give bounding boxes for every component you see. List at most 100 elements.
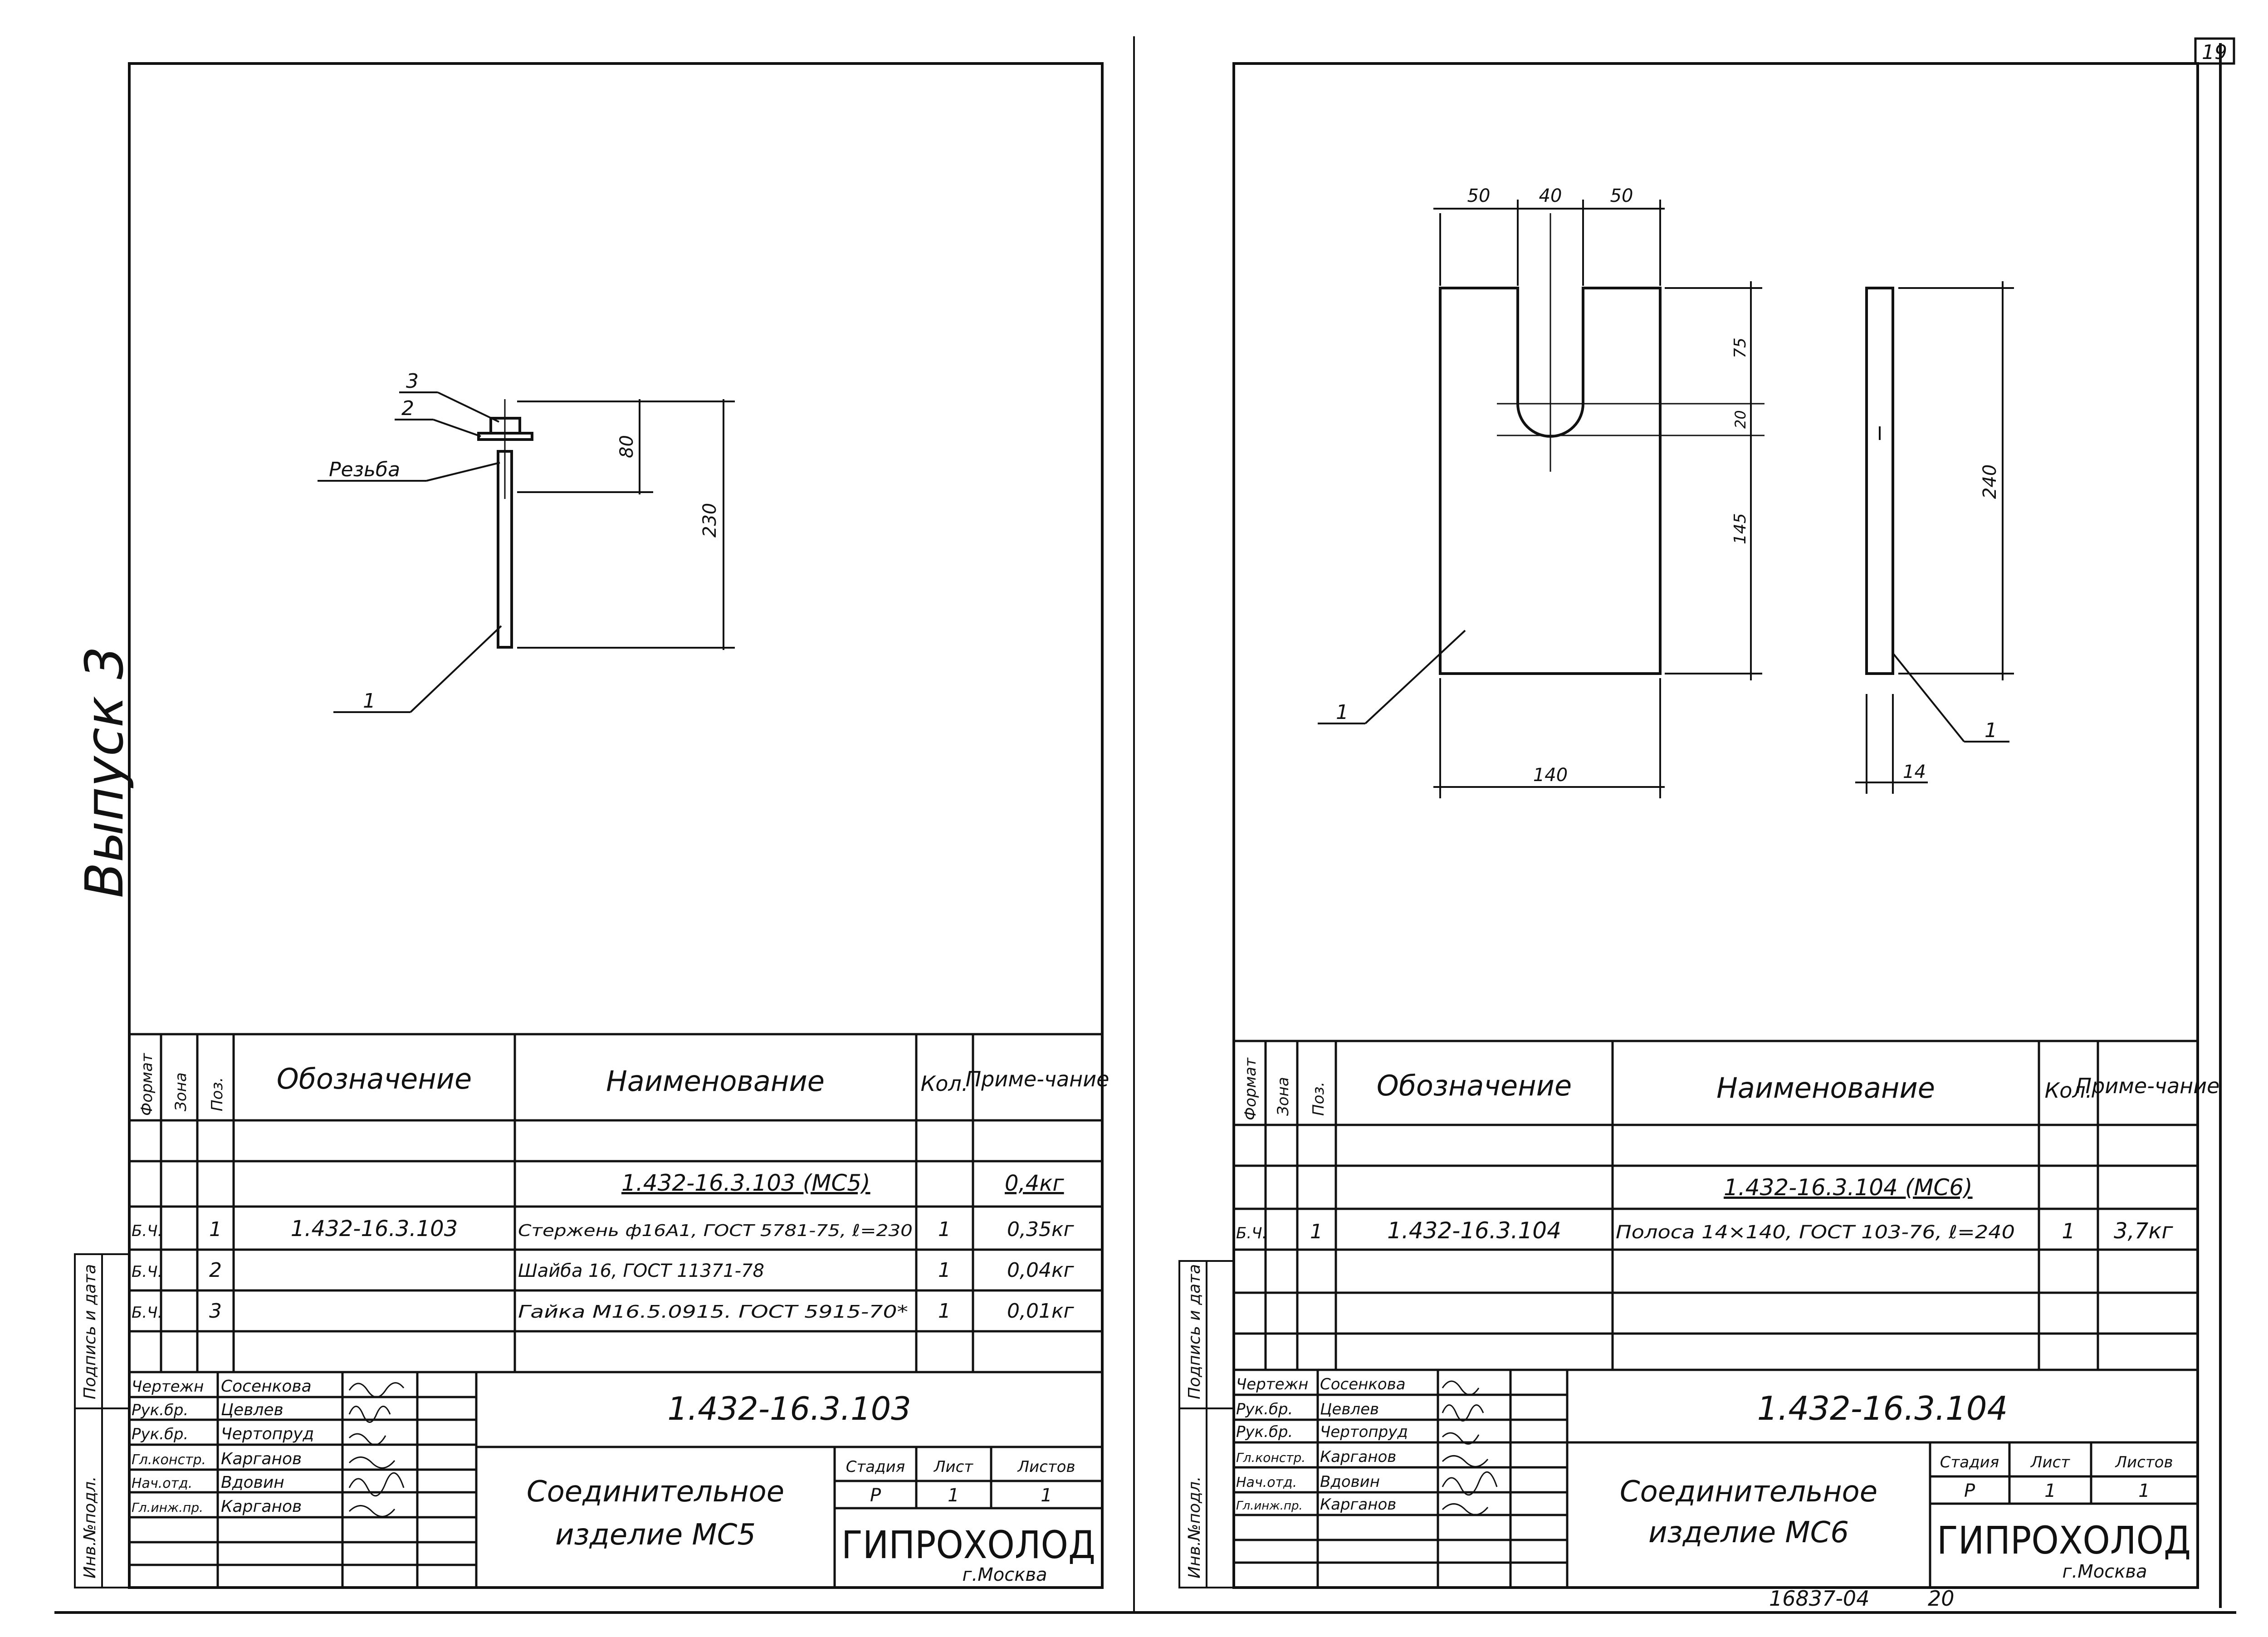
name-2: Цевлев — [1320, 1400, 1379, 1418]
spec-row: Б.Ч. 1 1.432-16.3.103 Стержень ф16А1, ГО… — [132, 1216, 1075, 1241]
hdr-name: Наименование — [606, 1065, 825, 1098]
role-5: Нач.отд. — [132, 1476, 192, 1491]
cell-pos: 3 — [209, 1300, 222, 1323]
cell-pos: 1 — [209, 1218, 222, 1241]
callout-front: 1 — [1336, 701, 1349, 724]
name-3: Чертопруд — [1320, 1423, 1408, 1441]
sheets-label: Листов — [1017, 1458, 1075, 1476]
page-frame — [54, 36, 2236, 1614]
name-1: Сосенкова — [221, 1377, 312, 1396]
dim-240: 240 — [1980, 464, 2000, 499]
sheet-label: Лист — [2030, 1453, 2070, 1471]
hdr-pos: Поз. — [208, 1077, 226, 1111]
dim-145: 145 — [1731, 513, 1750, 544]
cell-note: 0,01кг — [1007, 1300, 1075, 1323]
hdr-format: Формат — [1242, 1057, 1260, 1120]
dim-width: 140 — [1533, 765, 1568, 786]
margin-label-signature: Подпись и дата — [1185, 1264, 1204, 1399]
bottom-ref-page: 20 — [1928, 1586, 1955, 1611]
role-2: Рук.бр. — [1236, 1400, 1293, 1418]
callout-rod: 1 — [363, 689, 376, 713]
callout-washer: 2 — [401, 397, 414, 420]
hdr-note: Приме-чание — [2076, 1074, 2220, 1098]
sheet-label: Лист — [933, 1458, 973, 1476]
hdr-designation: Обозначение — [277, 1062, 472, 1095]
cell-pos: 1 — [1310, 1220, 1323, 1243]
dim-75: 75 — [1731, 337, 1750, 358]
cell-note: 3,7кг — [2114, 1218, 2173, 1244]
spec-table-left: Формат Зона Поз. Обозначение Наименовани… — [129, 1033, 1110, 1373]
margin-label-inventory: Инв.№подл. — [1185, 1476, 1204, 1578]
cell-name: Полоса 14×140, ГОСТ 103-76, ℓ=240 — [1616, 1222, 2015, 1243]
hdr-designation: Обозначение — [1377, 1069, 1572, 1102]
dim-20: 20 — [1732, 410, 1749, 429]
sheets-value: 1 — [2138, 1481, 2150, 1501]
role-6: Гл.инж.пр. — [1236, 1499, 1303, 1513]
assembly-mass: 0,4кг — [1005, 1171, 1064, 1196]
margin-label-signature: Подпись и дата — [81, 1264, 99, 1399]
stage-label: Стадия — [1940, 1453, 1999, 1471]
signatures — [1442, 1380, 1498, 1515]
dim-thickness: 14 — [1903, 762, 1926, 782]
sheet-value: 1 — [948, 1485, 959, 1506]
name-5: Вдовин — [1320, 1473, 1380, 1491]
name-3: Чертопруд — [221, 1425, 314, 1443]
doc-code: 1.432-16.3.104 — [1757, 1389, 2008, 1427]
bottom-ref-number: 16837-04 — [1769, 1586, 1869, 1611]
name-6: Карганов — [1320, 1495, 1396, 1514]
margin-label-inventory: Инв.№подл. — [81, 1476, 99, 1578]
sheets-value: 1 — [1041, 1485, 1052, 1506]
dim-w1: 50 — [1467, 186, 1491, 206]
role-5: Нач.отд. — [1236, 1475, 1297, 1490]
name-1: Сосенкова — [1320, 1375, 1406, 1393]
sheet-right: Подпись и дата Инв.№подл. — [1178, 62, 2220, 1611]
signatures — [348, 1382, 405, 1517]
stage-label: Стадия — [846, 1458, 905, 1476]
page-number: 19 — [2202, 41, 2227, 64]
cell-format: Б.Ч. — [132, 1222, 162, 1240]
cell-name: Гайка М16.5.0915. ГОСТ 5915-70* — [518, 1302, 908, 1322]
hdr-note: Приме-чание — [966, 1067, 1110, 1091]
plate-side-view — [1865, 287, 1894, 675]
spec-row: Б.Ч. 1 1.432-16.3.104 Полоса 14×140, ГОС… — [1236, 1217, 2173, 1244]
callout-side: 1 — [1984, 719, 1997, 742]
dim-total-length: 230 — [699, 503, 720, 538]
dim-thread-length: 80 — [616, 435, 637, 458]
hdr-format: Формат — [138, 1053, 156, 1116]
cell-qty: 1 — [938, 1259, 951, 1282]
stage-value: Р — [1964, 1481, 1975, 1501]
cell-qty: 1 — [938, 1300, 951, 1323]
cell-name: Стержень ф16А1, ГОСТ 5781-75, ℓ=230 — [518, 1222, 913, 1240]
hdr-pos: Поз. — [1310, 1082, 1328, 1116]
role-1: Чертежн — [132, 1378, 204, 1396]
name-4: Карганов — [1320, 1448, 1396, 1466]
sheet-left-frame — [128, 62, 1104, 1589]
sheet-right-frame — [1232, 62, 2199, 1589]
dim-w2: 40 — [1539, 186, 1562, 206]
sheets-label: Листов — [2114, 1453, 2173, 1471]
cell-note: 0,35кг — [1007, 1218, 1075, 1241]
cell-format: Б.Ч. — [132, 1263, 162, 1281]
hdr-name: Наименование — [1716, 1071, 1935, 1104]
cell-qty: 1 — [938, 1218, 951, 1241]
cell-format: Б.Ч. — [132, 1304, 162, 1322]
hdr-zone: Зона — [1274, 1077, 1292, 1116]
cell-designation: 1.432-16.3.103 — [291, 1216, 458, 1241]
dim-w3: 50 — [1610, 186, 1633, 206]
title-line-1: Соединительное — [1620, 1475, 1877, 1509]
role-3: Рук.бр. — [1236, 1423, 1293, 1441]
cell-designation: 1.432-16.3.104 — [1387, 1217, 1561, 1244]
cell-pos: 2 — [209, 1259, 222, 1282]
title-block-left: Чертежн Рук.бр. Рук.бр. Гл.констр. Нач.о… — [129, 1371, 1102, 1588]
sheet-value: 1 — [2044, 1481, 2056, 1501]
assembly-designation: 1.432-16.3.104 (МС6) — [1724, 1174, 1973, 1201]
title-block-right: Чертежн Рук.бр. Рук.бр. Гл.констр. Нач.о… — [1234, 1370, 2198, 1588]
title-line-2: изделие МС6 — [1648, 1516, 1849, 1549]
name-6: Карганов — [221, 1497, 302, 1516]
cell-format: Б.Ч. — [1236, 1224, 1267, 1242]
name-4: Карганов — [221, 1450, 302, 1468]
role-2: Рук.бр. — [132, 1401, 188, 1419]
callout-nut: 3 — [406, 370, 419, 393]
role-4: Гл.констр. — [132, 1452, 206, 1468]
